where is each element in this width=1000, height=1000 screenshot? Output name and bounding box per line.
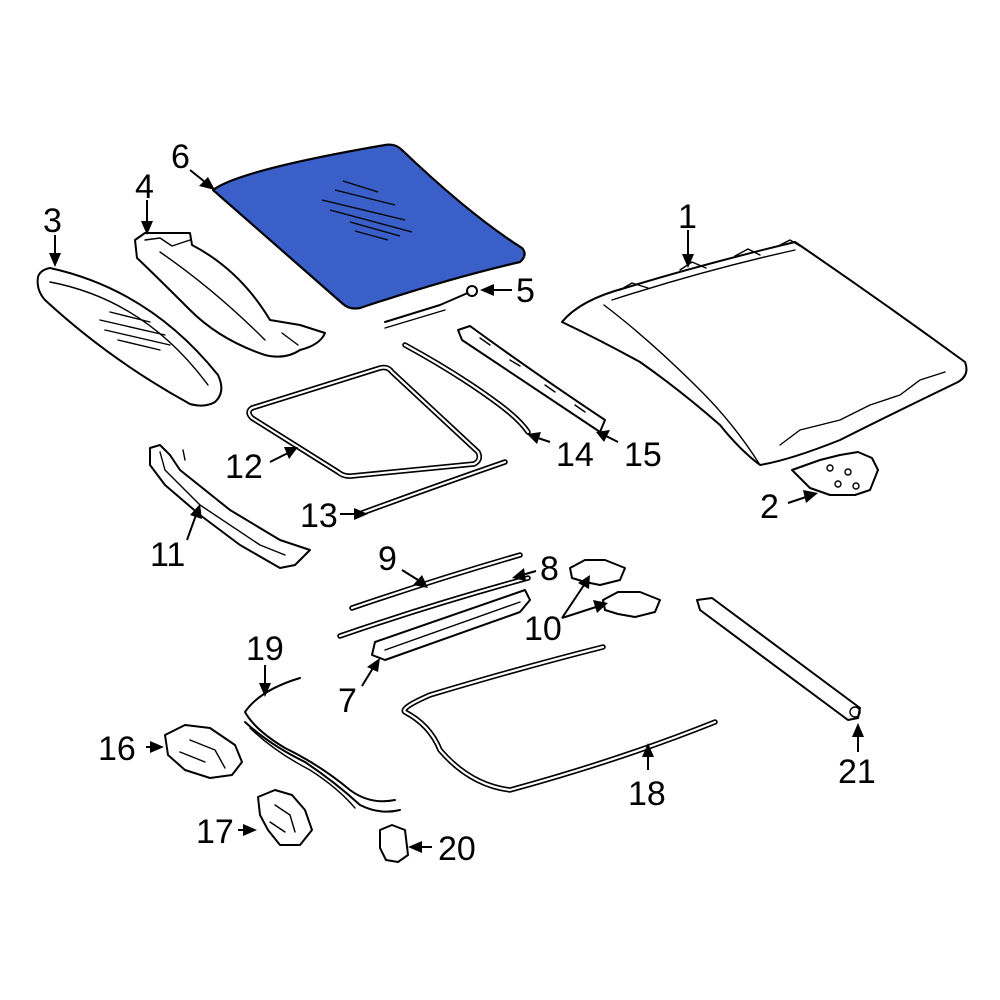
- callout-6: 6: [171, 138, 190, 176]
- part-21-bar[interactable]: [696, 597, 861, 721]
- part-20-connector[interactable]: [379, 824, 409, 863]
- callout-8: 8: [540, 550, 559, 588]
- part-12-frame-seal[interactable]: [246, 364, 483, 479]
- glass-panel-fill: [211, 143, 526, 310]
- part-4-front-trim[interactable]: [134, 232, 326, 358]
- part-8-strip[interactable]: [337, 575, 531, 639]
- part-10-brackets[interactable]: [569, 559, 661, 618]
- callout-10: 10: [524, 610, 562, 648]
- part-3-shade-panel[interactable]: [36, 267, 223, 407]
- part-5-link[interactable]: [384, 285, 478, 329]
- callout-labels: 1 2 3 4 5 6 7 8 9 10 11 12 13 14 15 16 1…: [43, 138, 876, 868]
- callout-9: 9: [378, 540, 397, 578]
- glass-reflection-lines: [321, 180, 413, 241]
- part-1-roof[interactable]: [561, 239, 968, 466]
- callout-21: 21: [838, 753, 876, 791]
- part-17-motor[interactable]: [257, 789, 313, 846]
- callout-4: 4: [135, 168, 154, 206]
- callout-3: 3: [43, 202, 62, 240]
- part-13-seal-strip[interactable]: [359, 459, 508, 516]
- part-9-strip[interactable]: [349, 552, 523, 611]
- callout-19: 19: [246, 630, 284, 668]
- callout-17: 17: [196, 813, 234, 851]
- part-16-motor[interactable]: [164, 724, 243, 779]
- callout-18: 18: [628, 775, 666, 813]
- callout-7: 7: [338, 682, 357, 720]
- callout-20: 20: [438, 830, 476, 868]
- part-19-cables[interactable]: [244, 677, 401, 813]
- part-2-bracket[interactable]: [791, 451, 879, 496]
- part-18-drain-seal[interactable]: [401, 644, 718, 793]
- part-14-side-rail[interactable]: [402, 342, 531, 435]
- part-6-glass-panel[interactable]: [211, 143, 526, 310]
- callout-12: 12: [225, 448, 263, 486]
- part-15-side-rail[interactable]: [457, 325, 606, 433]
- callout-5: 5: [516, 272, 535, 310]
- leader-lines: [49, 169, 864, 853]
- callout-1: 1: [678, 198, 697, 236]
- callout-16: 16: [98, 730, 136, 768]
- callout-15: 15: [624, 436, 662, 474]
- callout-2: 2: [760, 488, 779, 526]
- callout-14: 14: [556, 436, 594, 474]
- callout-13: 13: [300, 497, 338, 535]
- callout-11: 11: [150, 536, 185, 574]
- part-7-rail[interactable]: [371, 589, 531, 661]
